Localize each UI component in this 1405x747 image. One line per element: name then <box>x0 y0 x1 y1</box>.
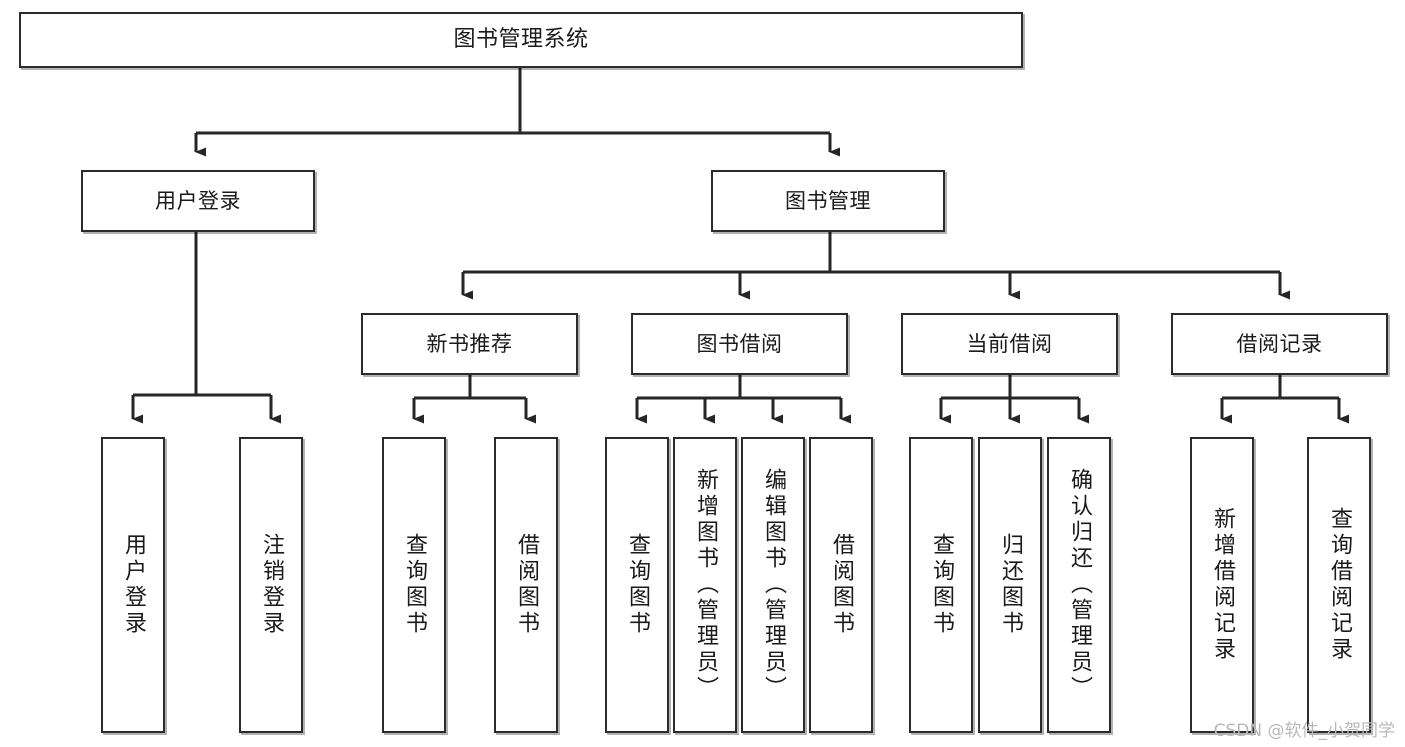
node-label: 图书管理系统 <box>453 27 589 53</box>
node-leaf-add-book[interactable]: 新增图书（管理员） <box>673 437 737 733</box>
node-book-borrow[interactable]: 图书借阅 <box>631 313 848 375</box>
node-label: 图书管理 <box>785 188 871 213</box>
node-leaf-borrow-book-2[interactable]: 借阅图书 <box>809 437 873 733</box>
node-new-book-recommend[interactable]: 新书推荐 <box>361 313 578 375</box>
node-label: 编辑图书（管理员） <box>761 468 786 702</box>
node-label: 用户登录 <box>121 533 146 637</box>
node-leaf-query-book-3[interactable]: 查询图书 <box>909 437 973 733</box>
node-leaf-edit-book[interactable]: 编辑图书（管理员） <box>741 437 805 733</box>
node-leaf-query-record[interactable]: 查询借阅记录 <box>1307 437 1371 733</box>
node-label: 借阅记录 <box>1236 331 1323 356</box>
node-leaf-add-record[interactable]: 新增借阅记录 <box>1190 437 1254 733</box>
node-label: 当前借阅 <box>966 331 1053 356</box>
node-leaf-user-login[interactable]: 用户登录 <box>101 437 165 733</box>
node-user-login[interactable]: 用户登录 <box>81 170 315 232</box>
node-label: 新增图书（管理员） <box>693 468 718 702</box>
node-borrow-record[interactable]: 借阅记录 <box>1171 313 1388 375</box>
node-label: 图书借阅 <box>696 331 783 356</box>
node-current-borrow[interactable]: 当前借阅 <box>901 313 1118 375</box>
node-leaf-confirm-return[interactable]: 确认归还（管理员） <box>1047 437 1111 733</box>
node-label: 借阅图书 <box>514 533 539 637</box>
node-leaf-logout-login[interactable]: 注销登录 <box>239 437 303 733</box>
node-book-manage[interactable]: 图书管理 <box>711 170 945 232</box>
node-label: 归还图书 <box>998 533 1023 637</box>
node-label: 查询借阅记录 <box>1327 507 1352 663</box>
node-label: 新增借阅记录 <box>1210 507 1235 663</box>
csdn-watermark: CSDN @软件_小贺同学 <box>1213 721 1395 741</box>
node-leaf-query-book-2[interactable]: 查询图书 <box>605 437 669 733</box>
node-label: 查询图书 <box>625 533 650 637</box>
node-root-system[interactable]: 图书管理系统 <box>19 12 1023 68</box>
node-label: 查询图书 <box>929 533 954 637</box>
node-label: 用户登录 <box>155 188 241 213</box>
node-leaf-borrow-book-1[interactable]: 借阅图书 <box>494 437 558 733</box>
node-label: 新书推荐 <box>426 331 513 356</box>
node-label: 注销登录 <box>259 533 284 637</box>
node-label: 确认归还（管理员） <box>1067 468 1092 702</box>
node-label: 借阅图书 <box>829 533 854 637</box>
node-label: 查询图书 <box>402 533 427 637</box>
node-leaf-query-book-1[interactable]: 查询图书 <box>382 437 446 733</box>
node-leaf-return-book[interactable]: 归还图书 <box>978 437 1042 733</box>
